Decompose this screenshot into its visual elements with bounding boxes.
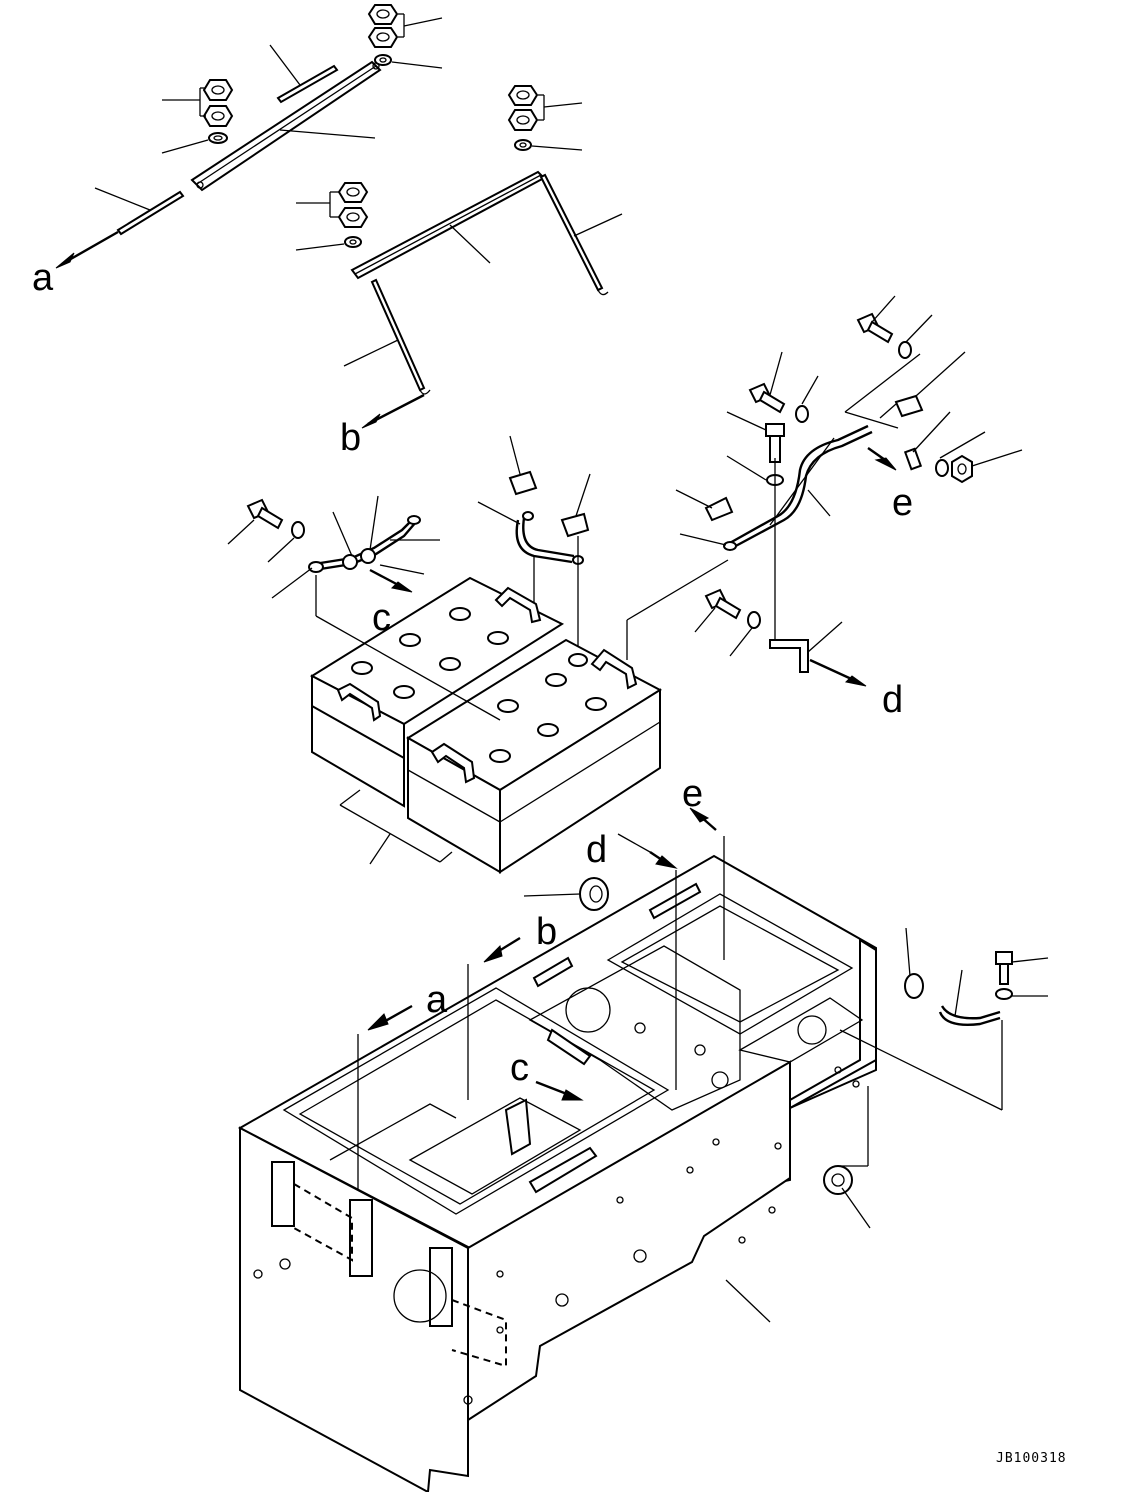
bolt-left-cable	[227, 498, 305, 563]
ref-letter-e-lower: e	[682, 773, 703, 815]
battery-right	[406, 638, 662, 874]
nut-pair-right-top	[507, 85, 583, 151]
grommet-lower	[823, 1086, 871, 1229]
grommet-upper	[523, 877, 609, 911]
terminal-cap-center	[675, 489, 734, 522]
nut-pair-center	[295, 182, 369, 251]
hold-down-bar-lower	[350, 170, 546, 280]
ref-letter-a-top: a	[32, 257, 54, 299]
ref-letter-a-lower: a	[426, 979, 448, 1021]
j-bolt-right	[539, 173, 623, 296]
terminal-cap-right	[560, 473, 591, 654]
cable-center	[477, 501, 584, 638]
battery-leader	[339, 789, 453, 865]
nut-pair-left-top	[161, 79, 234, 154]
cable-left	[271, 495, 440, 599]
ref-letter-b-top: b	[340, 417, 361, 459]
terminal-cap-left	[508, 435, 538, 496]
ref-letter-c-lower: c	[510, 1047, 529, 1089]
cable-main-right	[679, 353, 921, 551]
j-bolt-left	[343, 278, 431, 429]
ref-letter-d-lower: d	[586, 829, 607, 871]
arrow-e-lower	[689, 807, 725, 960]
bolt-upper-right	[856, 295, 933, 359]
arrow-b-lower	[467, 936, 521, 1100]
ground-cable-right	[839, 927, 1049, 1111]
ref-letter-d-top: d	[882, 679, 903, 721]
clip-e-side	[903, 411, 951, 471]
ref-letter-c-top: c	[372, 597, 391, 639]
washer-nut-e-side	[935, 431, 1023, 484]
bolt-bracket-d	[694, 588, 761, 657]
nut-pair-top-center	[367, 4, 443, 69]
arrow-d-lower	[617, 833, 678, 1090]
j-bolt-upper-short	[269, 44, 339, 104]
j-bolt-upper-long	[55, 187, 185, 269]
arrow-a-lower	[357, 1004, 413, 1190]
bolt-mid-right	[748, 351, 819, 423]
battery-box-frame	[237, 854, 877, 1492]
battery-left	[309, 576, 565, 808]
drawing-code: JB100318	[996, 1451, 1067, 1466]
terminal-cover-right	[879, 351, 966, 419]
bracket-d	[769, 458, 867, 687]
connection-lines	[315, 559, 729, 721]
arrow-c-lower	[535, 1080, 584, 1101]
ref-letter-b-lower: b	[536, 911, 557, 953]
ref-letter-e-top: e	[892, 482, 913, 524]
